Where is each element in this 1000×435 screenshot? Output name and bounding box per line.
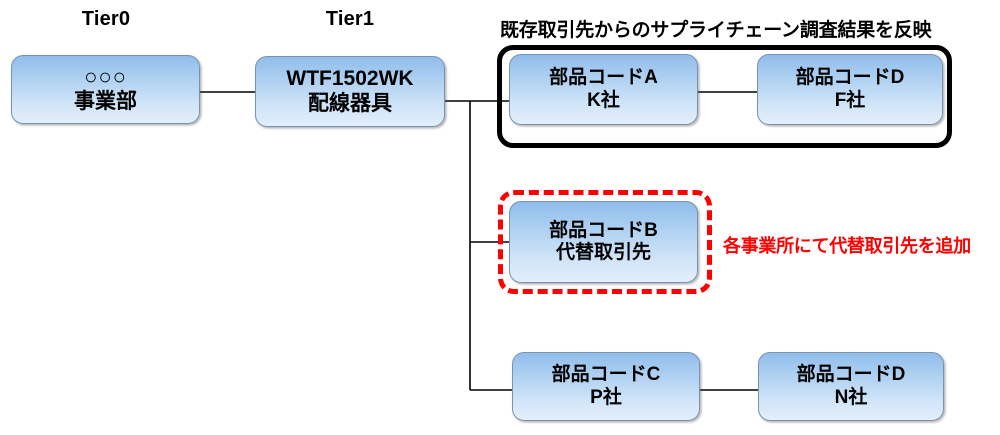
node-part-a-line2: K社 bbox=[587, 89, 620, 111]
annotation-add-alternative-supplier: 各事業所にて代替取引先を追加 bbox=[723, 236, 971, 256]
emphasis-box-existing-suppliers bbox=[497, 45, 952, 148]
node-part-d-f-line1: 部品コードD bbox=[795, 67, 905, 89]
node-part-c-line1: 部品コードC bbox=[551, 364, 661, 386]
node-part-d-n-line1: 部品コードD bbox=[796, 364, 906, 386]
node-part-d-f-line2: F社 bbox=[834, 89, 866, 111]
node-part-d-n-company[interactable]: 部品コードD N社 bbox=[758, 352, 944, 421]
node-part-a-line1: 部品コードA bbox=[549, 67, 658, 89]
node-part-a-k-company[interactable]: 部品コードA K社 bbox=[509, 54, 698, 125]
node-part-d-f-company[interactable]: 部品コードD F社 bbox=[757, 54, 943, 125]
node-part-b-line1: 部品コードB bbox=[549, 219, 658, 241]
node-part-b-alternative-supplier[interactable]: 部品コードB 代替取引先 bbox=[509, 201, 698, 283]
node-tier0-division-line1: ○○○ bbox=[84, 64, 127, 90]
group-caption-existing-suppliers: 既存取引先からのサプライチェーン調査結果を反映 bbox=[500, 20, 932, 41]
node-part-c-line2: P社 bbox=[590, 386, 622, 408]
node-tier1-product[interactable]: WTF1502WK 配線器具 bbox=[255, 56, 445, 127]
node-tier1-product-line2: 配線器具 bbox=[308, 91, 392, 115]
node-part-d-n-line2: N社 bbox=[834, 386, 868, 408]
node-tier0-division[interactable]: ○○○ 事業部 bbox=[11, 55, 200, 124]
tier-label-tier1: Tier1 bbox=[325, 8, 375, 30]
node-part-c-p-company[interactable]: 部品コードC P社 bbox=[512, 352, 700, 421]
node-tier0-division-line2: 事業部 bbox=[74, 90, 137, 114]
tier-label-tier0: Tier0 bbox=[81, 8, 131, 30]
emphasis-box-alternative-supplier bbox=[498, 190, 712, 294]
node-tier1-product-line1: WTF1502WK bbox=[286, 66, 414, 90]
node-part-b-line2: 代替取引先 bbox=[555, 242, 651, 263]
